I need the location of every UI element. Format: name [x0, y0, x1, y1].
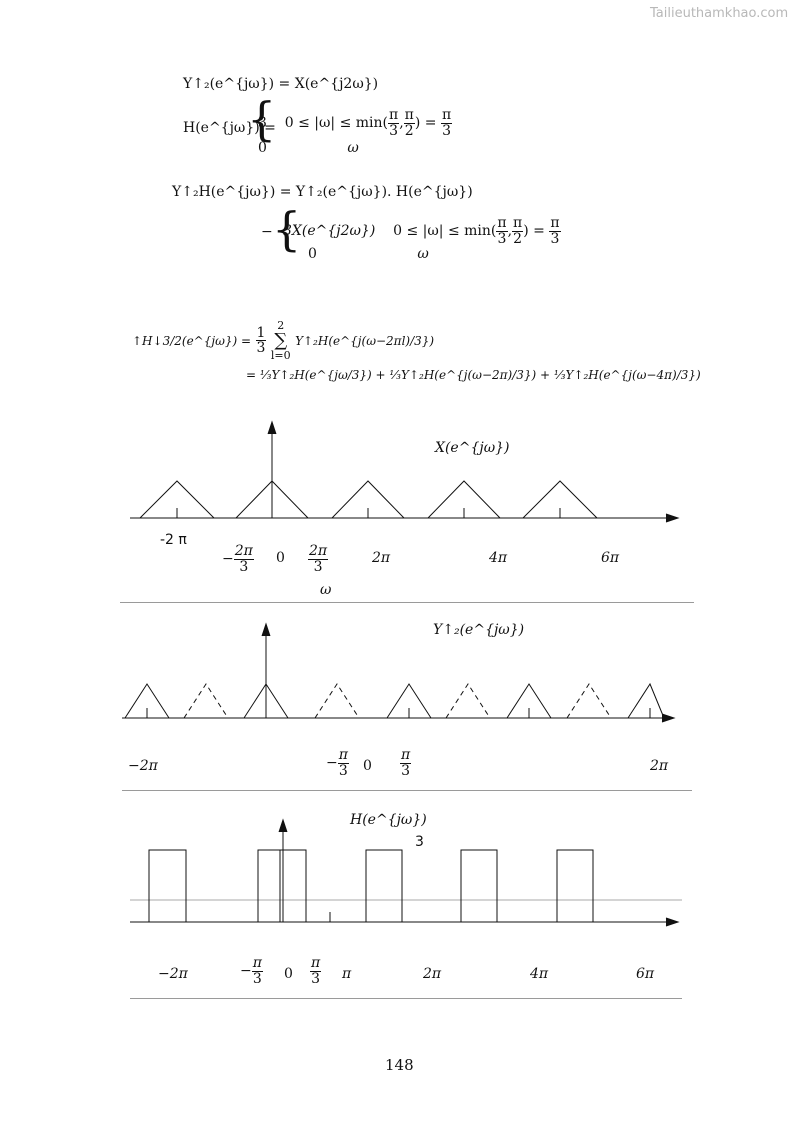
plot3-tick-6pi: 6π: [636, 966, 655, 982]
page-number: 148: [385, 1056, 414, 1074]
triangle: [124, 683, 170, 719]
triangle-image: [566, 683, 612, 719]
plot3-tick-zero: 0: [284, 966, 293, 982]
y-axis-arrow: [278, 818, 288, 833]
y-axis-arrow: [267, 420, 277, 435]
plot1-tick-6pi: 6π: [601, 550, 620, 566]
triangle: [427, 480, 501, 519]
plot1-title: X(e^{jω}): [435, 440, 510, 456]
equation-decimate-expanded: = ⅓Y↑₂H(e^{jω/3}) + ⅓Y↑₂H(e^{j(ω−2π)/3})…: [246, 368, 701, 382]
equation-product-minus: −: [261, 224, 273, 240]
equation-filter-brace: {: [247, 92, 277, 146]
plot3-tick-neg2pi: −2π: [158, 966, 188, 982]
triangle: [235, 480, 309, 519]
triangle: [386, 683, 432, 719]
equation-product: Y↑₂H(e^{jω}) = Y↑₂(e^{jω}). H(e^{jω}): [172, 184, 473, 200]
triangle: [627, 682, 665, 719]
h-passbands: [148, 849, 594, 922]
x-axis-arrow: [661, 713, 676, 723]
h-ticks: [279, 850, 558, 922]
divider-3: [130, 998, 682, 999]
plot2-tick-2pi: 2π: [650, 758, 669, 774]
passband-rect: [556, 849, 594, 922]
equation-product-brace: {: [272, 202, 302, 256]
plot3-level-label: 3: [415, 834, 424, 850]
divider-1: [120, 602, 694, 603]
triangle: [243, 683, 289, 719]
triangle: [331, 480, 405, 519]
plot1-tick-2pi: 2π: [372, 550, 391, 566]
triangle: [522, 480, 598, 519]
plot1-omega-label: ω: [320, 582, 332, 598]
x-axis-arrow: [665, 513, 680, 523]
plot1-tick-neg2pi: -2 π: [160, 532, 187, 548]
y-triangles-dashed: [183, 683, 612, 719]
passband-rect: [148, 849, 187, 922]
equation-upsample: Y↑₂(e^{jω}) = X(e^{j2ω}): [183, 76, 379, 92]
divider-2: [122, 790, 692, 791]
plot3-tick-4pi: 4π: [530, 966, 549, 982]
case1-value: 3: [258, 115, 267, 132]
summation: 2∑l=0: [270, 319, 291, 363]
triangle-image: [445, 683, 491, 719]
plot2-tick-zero: 0: [363, 758, 372, 774]
passband-rect: [460, 849, 498, 922]
y-axis-arrow: [261, 622, 271, 637]
x-axis-arrow: [665, 917, 680, 927]
triangle-image: [183, 683, 229, 719]
plot3-tick-pi: π: [342, 966, 352, 982]
plot3-tick-2pi: 2π: [423, 966, 442, 982]
equation-product-case2: 0 ω: [308, 246, 429, 262]
equation-filter-case2: 0 ω: [258, 140, 359, 156]
watermark: Tailieuthamkhao.com: [650, 6, 789, 21]
x-triangles: [139, 480, 598, 519]
passband-rect: [365, 849, 403, 922]
triangle: [506, 683, 552, 719]
y-triangles-solid: [124, 682, 665, 719]
plot1-tick-4pi: 4π: [489, 550, 508, 566]
plot1-tick-zero: 0: [276, 550, 285, 566]
y-ticks: [146, 708, 651, 718]
x-ticks: [176, 508, 561, 518]
plot2-tick-neg2pi: −2π: [128, 758, 158, 774]
case1-condition: 0 ≤ |ω| ≤ min(: [284, 115, 388, 132]
triangle-image: [314, 683, 360, 719]
equation-filter-left: H(e^{jω}) =: [183, 120, 276, 136]
plot2-title: Y↑₂(e^{jω}): [433, 622, 525, 638]
passband-rect: [257, 849, 307, 922]
plot3-title: H(e^{jω}): [350, 812, 427, 828]
triangle: [139, 480, 215, 519]
